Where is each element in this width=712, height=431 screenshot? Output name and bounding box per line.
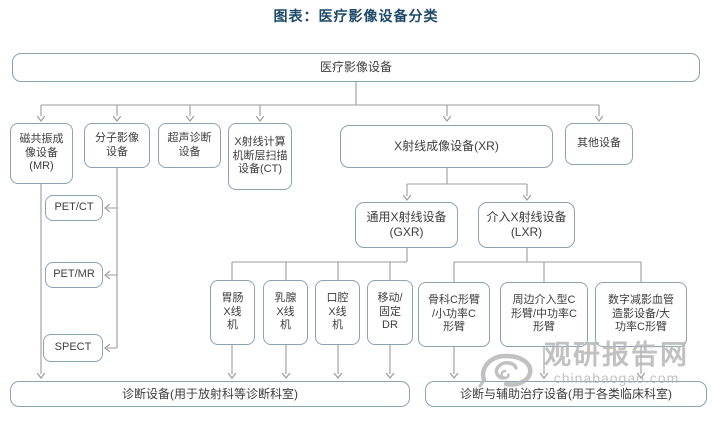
node-other-equipment: 其他设备 [565, 123, 633, 165]
node-ortho-c-arm: 骨科C形臂 /小功率C 形臂 [418, 282, 490, 347]
node-mobile-fixed-dr: 移动/ 固定 DR [367, 280, 413, 345]
node-pet-mr: PET/MR [45, 262, 103, 288]
node-xr: X射线成像设备(XR) [340, 125, 553, 168]
node-ultrasound: 超声诊断 设备 [158, 123, 221, 168]
node-lxr: 介入X射线设备 (LXR) [478, 202, 575, 248]
page-title: 图表：医疗影像设备分类 [273, 8, 439, 24]
node-gxr: 通用X射线设备 (GXR) [355, 202, 458, 248]
node-mammo-xray-machine: 乳腺 X线 机 [263, 280, 308, 345]
node-dental-xray-machine: 口腔 X线 机 [315, 280, 360, 345]
node-molecular-imaging: 分子影像 设备 [84, 123, 150, 168]
node-dsa-equipment: 数字减影血管 造影设备/大 功率C形臂 [595, 282, 687, 347]
node-gi-xray-machine: 胃肠 X线 机 [210, 280, 255, 345]
node-mr: 磁共振成 像设备 (MR) [10, 123, 73, 184]
node-ct: X射线计算 机断层扫描 设备(CT) [228, 123, 292, 190]
node-root-medical-imaging-equipment: 医疗影像设备 [12, 53, 700, 82]
node-spect: SPECT [43, 334, 103, 362]
node-diagnostic-equipment: 诊断设备(用于放射科等诊断科室) [10, 381, 410, 407]
node-pet-ct: PET/CT [45, 195, 103, 221]
node-treatment-equipment: 诊断与辅助治疗设备(用于各类临床科室) [425, 381, 707, 407]
node-peripheral-c-arm: 周边介入型C 形臂/中功率C 形臂 [500, 282, 588, 347]
